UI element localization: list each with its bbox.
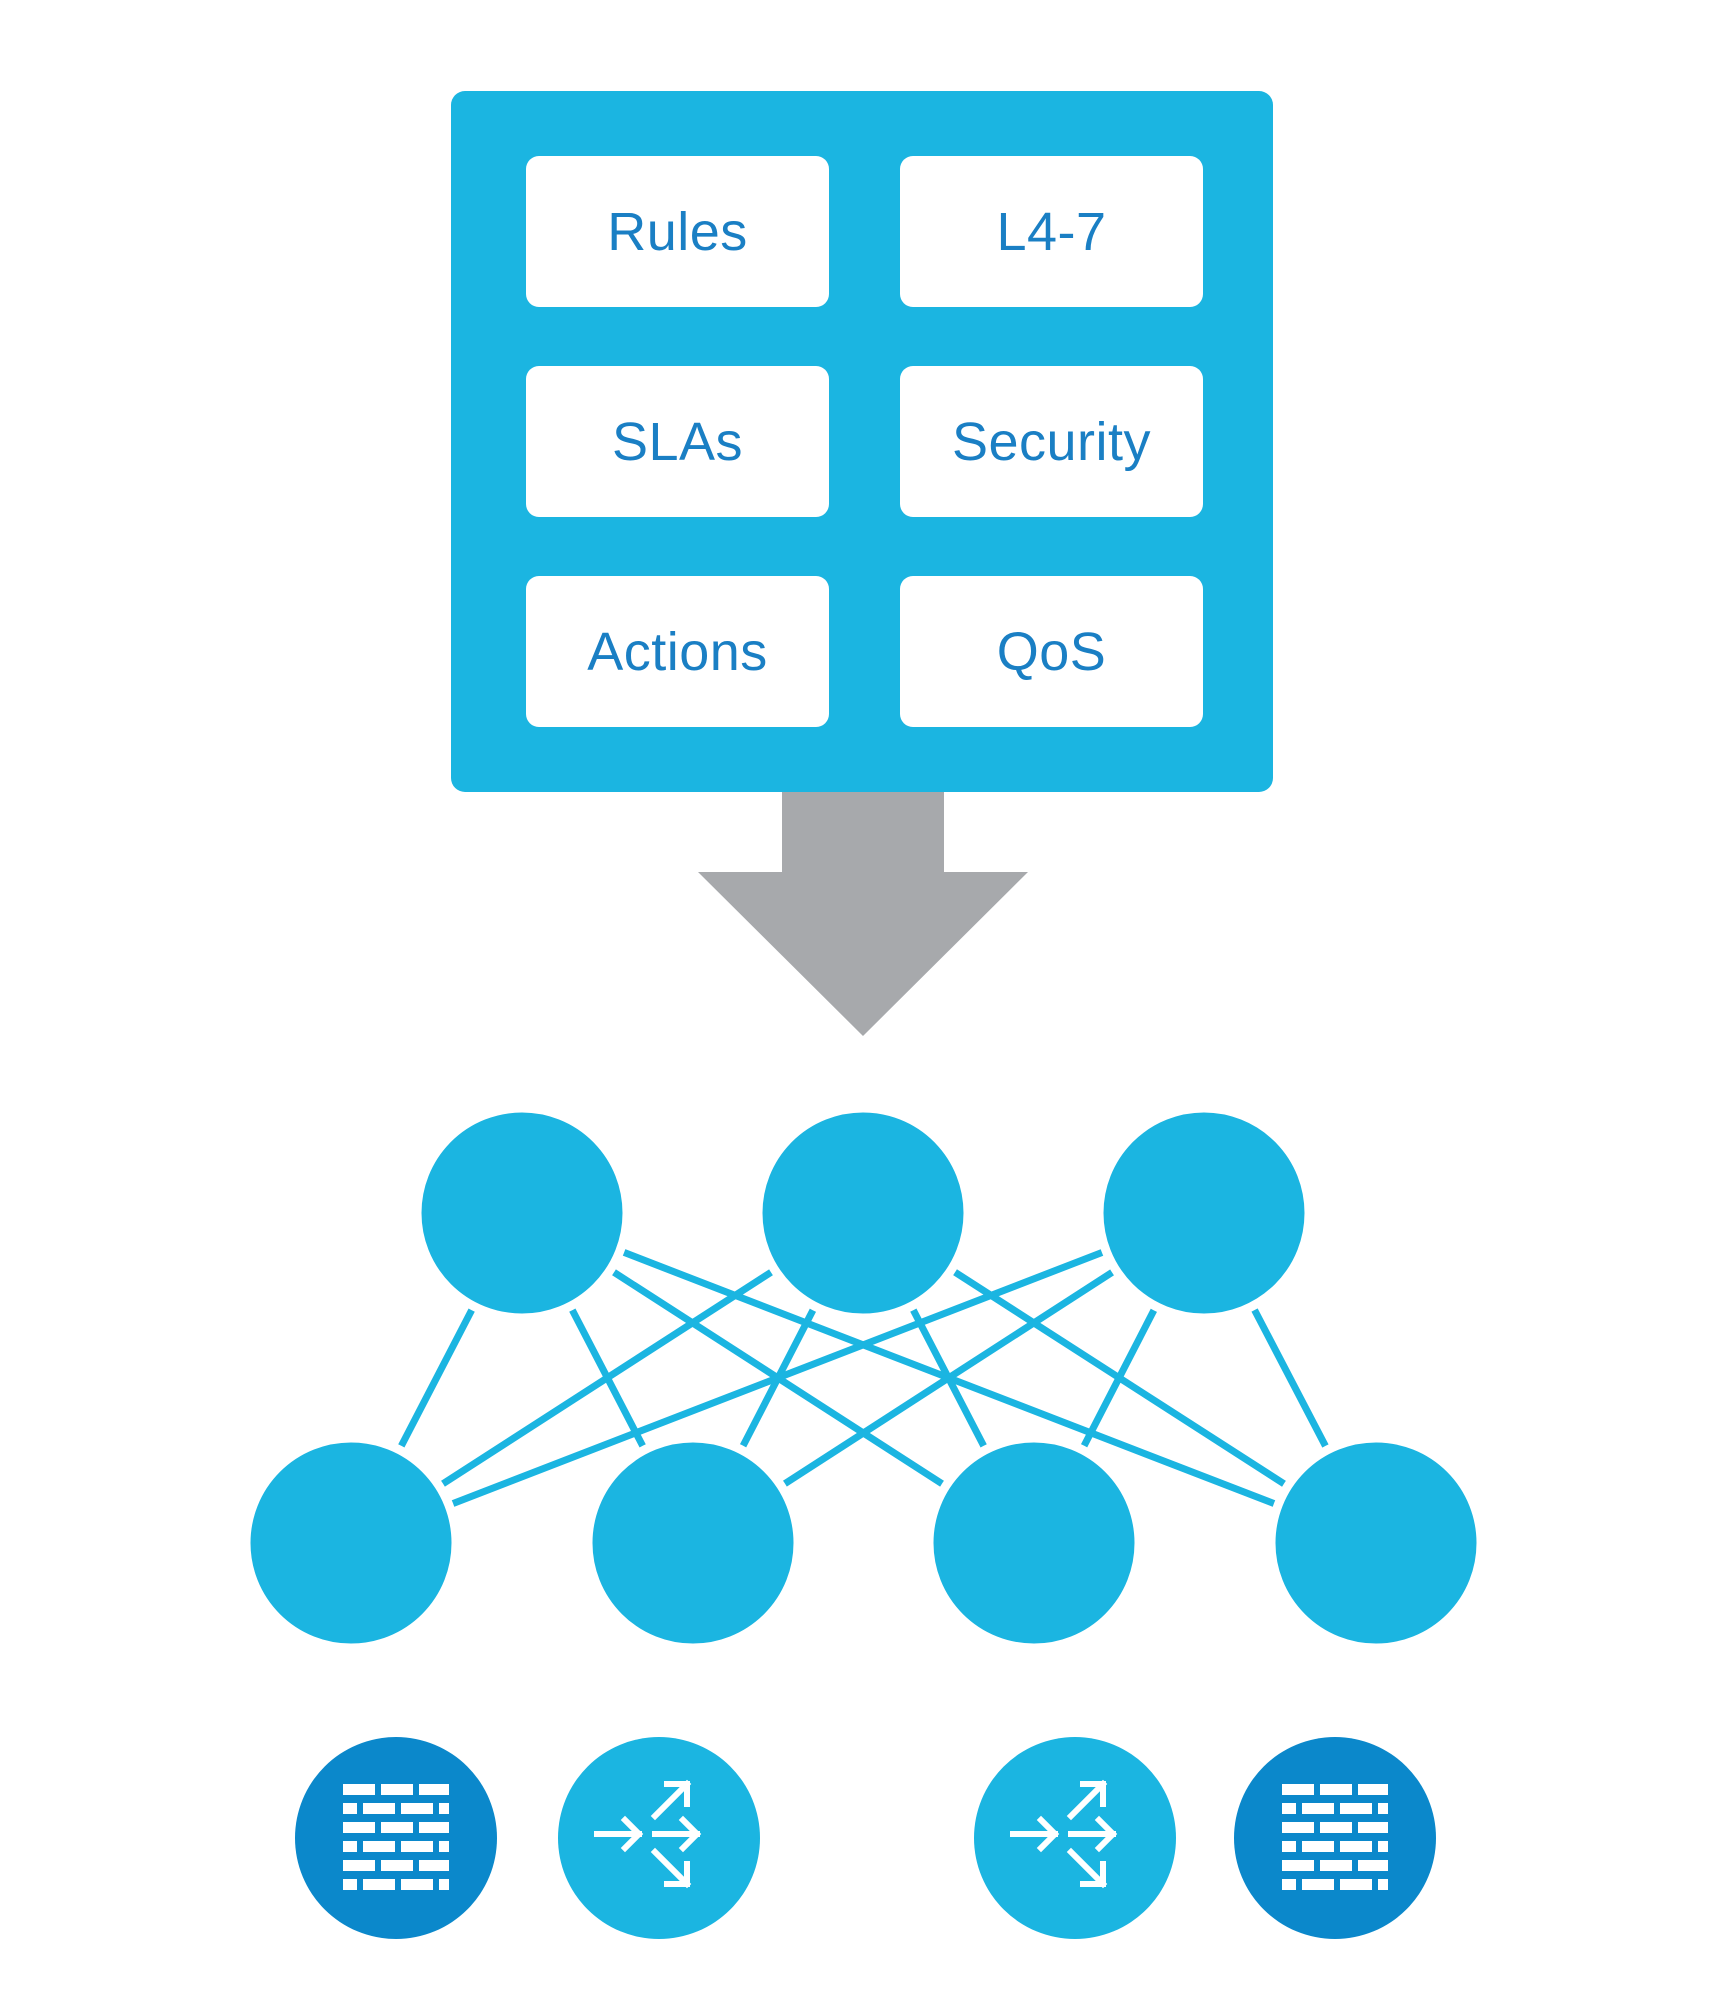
policy-tile-label: SLAs xyxy=(611,411,744,472)
load-balancer-circle xyxy=(974,1737,1176,1939)
firewall-circle xyxy=(1234,1737,1436,1939)
endpoint-load-balancer-left xyxy=(558,1737,760,1939)
spine-node-1 xyxy=(412,1103,632,1323)
spine-nodes xyxy=(412,1103,1314,1323)
policy-tile-label: QoS xyxy=(996,621,1107,682)
policy-tile-security: Security xyxy=(900,366,1203,517)
load-balancer-circle xyxy=(558,1737,760,1939)
endpoint-firewall-left xyxy=(295,1737,497,1939)
leaf-node-4 xyxy=(1266,1433,1486,1653)
policy-tile-label: Rules xyxy=(607,201,748,262)
policy-tile-label: L4-7 xyxy=(996,201,1107,262)
spine-node-2 xyxy=(753,1103,973,1323)
policy-tile-label: Actions xyxy=(587,621,768,682)
push-down-arrow xyxy=(698,792,1028,1036)
leaf-node-3 xyxy=(924,1433,1144,1653)
policy-panel: Rules L4-7 SLAs Security Actions QoS xyxy=(451,91,1273,792)
link-spine3-leaf1 xyxy=(349,1209,1206,1547)
endpoint-firewall-right xyxy=(1234,1737,1436,1939)
spine-node-3 xyxy=(1094,1103,1314,1323)
leaf-nodes xyxy=(241,1433,1486,1653)
leaf-node-1 xyxy=(241,1433,461,1653)
policy-tile-slas: SLAs xyxy=(526,366,829,517)
policy-tile-rules: Rules xyxy=(526,156,829,307)
policy-tile-actions: Actions xyxy=(526,576,829,727)
policy-tile-l4-7: L4-7 xyxy=(900,156,1203,307)
endpoint-load-balancer-right xyxy=(974,1737,1176,1939)
policy-tile-qos: QoS xyxy=(900,576,1203,727)
policy-tile-label: Security xyxy=(951,411,1152,472)
firewall-circle xyxy=(295,1737,497,1939)
leaf-node-2 xyxy=(583,1433,803,1653)
